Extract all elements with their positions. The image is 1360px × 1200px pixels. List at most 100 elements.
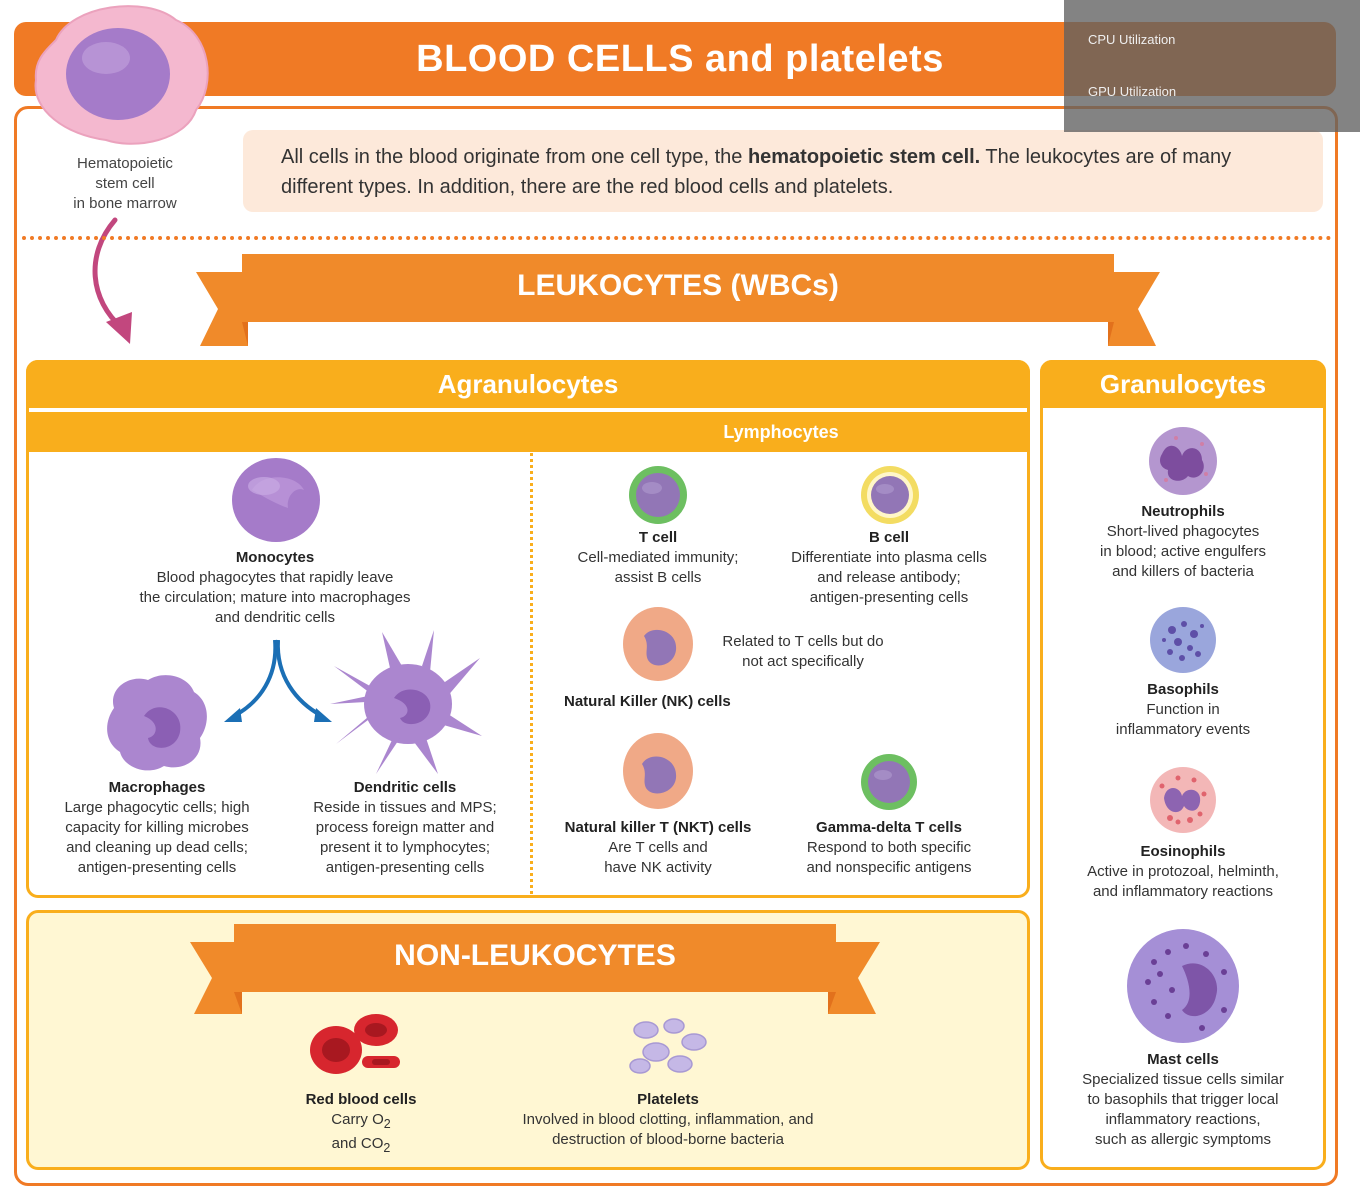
stem-cell-label-line: stem cell (95, 175, 155, 192)
neutrophils-desc: and killers of bacteria (1112, 563, 1254, 580)
macrophages-desc: Large phagocytic cells; high (64, 799, 250, 816)
mast-cells-label: Mast cells Specialized tissue cells simi… (1052, 1050, 1314, 1150)
gamma-delta-desc: Respond to both specific (806, 839, 972, 856)
monocytes-desc: and dendritic cells (214, 609, 336, 626)
rbc-desc: Carry O2 (280, 1110, 442, 1134)
b-cell-desc: and release antibody; (817, 569, 961, 586)
gamma-delta-label: Gamma-delta T cells Respond to both spec… (776, 818, 1002, 878)
rbc-desc-text: Carry O (331, 1111, 384, 1128)
neutrophils-desc: Short-lived phagocytes (1106, 523, 1260, 540)
red-blood-cells-image (310, 1014, 400, 1074)
platelets-label: Platelets Involved in blood clotting, in… (480, 1090, 856, 1150)
rbc-desc-text: and CO (331, 1135, 384, 1152)
b-cell-desc: Differentiate into plasma cells (791, 549, 987, 566)
agranulocytes-heading: Agranulocytes (26, 360, 1030, 408)
nk-desc: not act specifically (742, 653, 864, 670)
mast-cells-title: Mast cells (1147, 1051, 1219, 1068)
nkt-title: Natural killer T (NKT) cells (564, 819, 752, 836)
nkt-desc: Are T cells and (608, 839, 708, 856)
mast-cell-image (1127, 929, 1239, 1043)
macrophages-desc: antigen-presenting cells (77, 859, 237, 876)
macrophage-image (107, 675, 207, 771)
gamma-delta-cell-image (861, 754, 917, 810)
mast-cells-desc: to basophils that trigger local (1087, 1091, 1279, 1108)
eosinophils-label: Eosinophils Active in protozoal, helmint… (1052, 842, 1314, 902)
panel-divider (530, 412, 533, 894)
nk-cell-label: Natural Killer (NK) cells (564, 692, 804, 712)
subheader-band (29, 412, 1027, 452)
neutrophils-title: Neutrophils (1141, 503, 1225, 520)
dendritic-desc: antigen-presenting cells (325, 859, 485, 876)
dendritic-title: Dendritic cells (353, 779, 457, 796)
eosinophils-title: Eosinophils (1140, 843, 1226, 860)
eosinophils-desc: and inflammatory reactions (1092, 883, 1274, 900)
b-cell-title: B cell (868, 529, 910, 546)
mast-cells-desc: such as allergic symptoms (1095, 1131, 1271, 1148)
t-cell-desc: assist B cells (614, 569, 702, 586)
lymphocytes-heading: Lymphocytes (723, 422, 839, 442)
stem-cell-label-line: in bone marrow (73, 195, 177, 212)
gamma-delta-desc: and nonspecific antigens (806, 859, 972, 876)
rbc-label: Red blood cells Carry O2 and CO2 (280, 1090, 442, 1158)
nk-cell-desc: Related to T cells but do not act specif… (700, 632, 906, 672)
curved-arrow-icon (92, 217, 132, 344)
monocytes-label: Monocytes Blood phagocytes that rapidly … (100, 548, 450, 628)
rbc-desc-sub: 2 (383, 1117, 391, 1131)
t-cell-title: T cell (638, 529, 678, 546)
rbc-title: Red blood cells (305, 1091, 417, 1108)
performance-overlay: CPU Utilization GPU Utilization (1064, 0, 1360, 132)
leukocytes-ribbon (196, 254, 1160, 346)
macrophages-desc: capacity for killing microbes (65, 819, 249, 836)
dendritic-desc: present it to lymphocytes; (319, 839, 491, 856)
platelets-title: Platelets (637, 1091, 699, 1108)
monocyte-image (232, 458, 320, 542)
t-cell-desc: Cell-mediated immunity; (577, 549, 739, 566)
nk-desc: Related to T cells but do (722, 633, 884, 650)
main-frame (14, 106, 1338, 1186)
stem-cell-label-line: Hematopoietic (77, 155, 173, 172)
b-cell-image (861, 466, 919, 524)
non-leukocytes-heading: NON-LEUKOCYTES (394, 939, 676, 972)
leukocytes-heading: LEUKOCYTES (WBCs) (517, 269, 839, 302)
page-title: BLOOD CELLS and platelets (416, 38, 944, 80)
nk-cell-image (623, 607, 693, 681)
basophils-desc: inflammatory events (1115, 721, 1251, 738)
non-leukocytes-ribbon (190, 924, 880, 1014)
granulocytes-heading: Granulocytes (1040, 360, 1326, 408)
nk-title: Natural Killer (NK) cells (564, 693, 731, 710)
dendritic-label: Dendritic cells Reside in tissues and MP… (290, 778, 520, 878)
monocytes-desc: the circulation; mature into macrophages (139, 589, 411, 606)
intro-text: The leukocytes are of many different typ… (281, 146, 1232, 198)
basophils-desc: Function in (1146, 701, 1220, 718)
stem-cell-label: Hematopoietic stem cell in bone marrow (40, 154, 210, 214)
b-cell-desc: antigen-presenting cells (809, 589, 969, 606)
monocytes-title: Monocytes (235, 549, 315, 566)
gpu-utilization-label: GPU Utilization (1088, 84, 1177, 99)
dendritic-desc: process foreign matter and (315, 819, 495, 836)
t-cell-label: T cell Cell-mediated immunity; assist B … (556, 528, 760, 588)
t-cell-image (629, 466, 687, 524)
platelets-image (629, 1018, 707, 1074)
macrophages-title: Macrophages (108, 779, 206, 796)
dendritic-cell-image (330, 630, 482, 774)
intro-box: All cells in the blood originate from on… (243, 130, 1323, 212)
basophil-image (1150, 607, 1216, 673)
mast-cells-desc: Specialized tissue cells similar (1082, 1071, 1284, 1088)
gamma-delta-title: Gamma-delta T cells (816, 819, 962, 836)
rbc-desc-sub: 2 (383, 1141, 391, 1155)
platelets-desc: destruction of blood-borne bacteria (552, 1131, 784, 1148)
basophils-label: Basophils Function in inflammatory event… (1052, 680, 1314, 740)
cpu-utilization-label: CPU Utilization (1088, 32, 1176, 47)
intro-text: All cells in the blood originate from on… (281, 146, 748, 168)
mast-cells-desc: inflammatory reactions, (1105, 1111, 1261, 1128)
eosinophil-image (1150, 767, 1216, 833)
rbc-desc: and CO2 (280, 1134, 442, 1158)
macrophages-label: Macrophages Large phagocytic cells; high… (40, 778, 274, 878)
stem-cell-image (34, 5, 209, 145)
macrophages-desc: and cleaning up dead cells; (66, 839, 248, 856)
split-arrow-icon (224, 639, 332, 722)
nkt-cell-label: Natural killer T (NKT) cells Are T cells… (550, 818, 766, 878)
neutrophil-image (1149, 427, 1217, 495)
neutrophils-desc: in blood; active engulfers (1100, 543, 1266, 560)
nkt-desc: have NK activity (604, 859, 712, 876)
